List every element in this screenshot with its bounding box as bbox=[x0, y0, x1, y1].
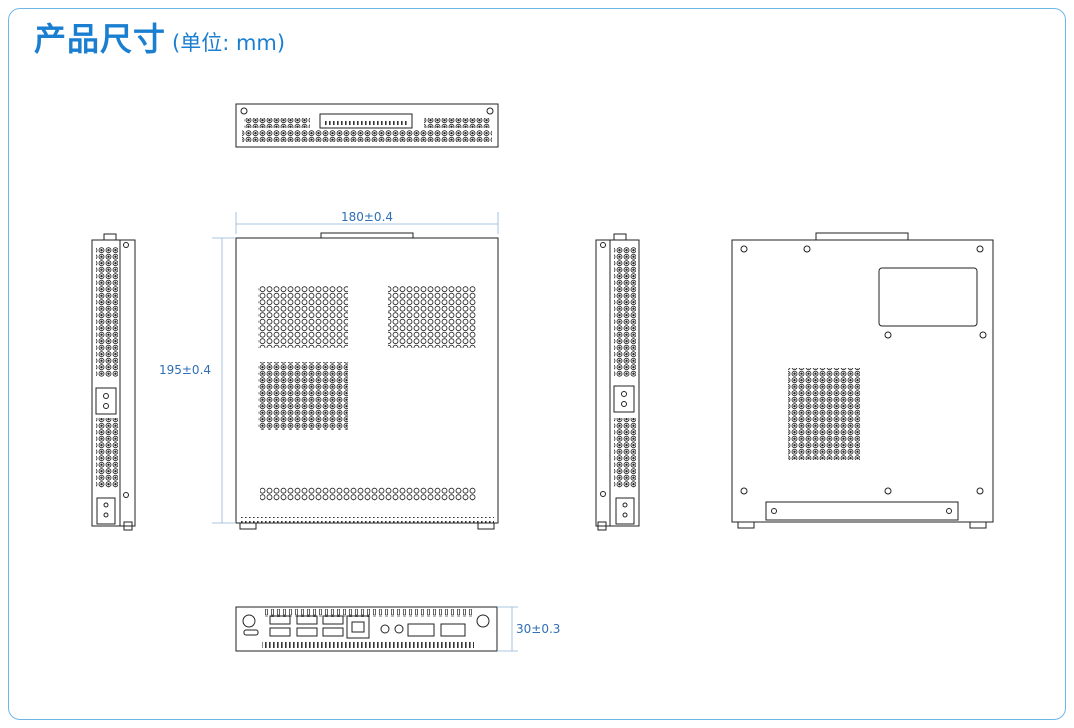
width-label: 180±0.4 bbox=[341, 210, 393, 224]
depth-dimension: 195±0.4 bbox=[159, 237, 236, 524]
rear-edge-view bbox=[235, 103, 499, 148]
height-label: 30±0.3 bbox=[516, 622, 560, 636]
depth-label: 195±0.4 bbox=[159, 363, 211, 377]
front-io-view bbox=[235, 606, 498, 652]
title-main: 产品尺寸 bbox=[34, 20, 167, 58]
bottom-view bbox=[731, 232, 994, 529]
content-card bbox=[8, 8, 1066, 720]
title-unit: (单位: mm) bbox=[172, 31, 286, 55]
height-dimension: 30±0.3 bbox=[497, 606, 560, 652]
left-side-view bbox=[91, 233, 136, 531]
width-dimension: 180±0.4 bbox=[235, 210, 499, 234]
page-title: 产品尺寸(单位: mm) bbox=[34, 14, 285, 60]
right-side-view bbox=[595, 233, 640, 531]
top-view bbox=[235, 232, 499, 530]
